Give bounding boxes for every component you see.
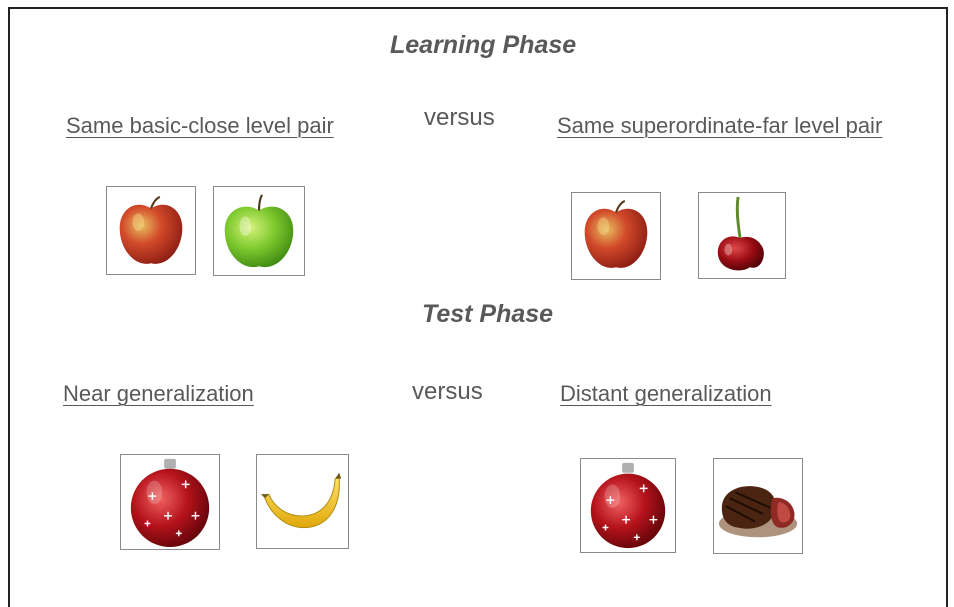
red-apple-tile (571, 192, 661, 280)
learning-phase-title: Learning Phase (390, 31, 577, 59)
figure-frame (8, 7, 948, 607)
red-apple-tile (106, 186, 196, 275)
christmas-ornament-tile (120, 454, 220, 550)
test-versus-label: versus (412, 378, 483, 405)
green-apple-icon (224, 194, 294, 268)
banana-tile (256, 454, 349, 549)
distant-generalization-label: Distant generalization (560, 381, 772, 406)
basic-close-pair-label: Same basic-close level pair (66, 113, 334, 138)
steak-icon (718, 486, 798, 538)
christmas-ornament-tile (580, 458, 676, 553)
test-phase-title: Test Phase (422, 300, 554, 328)
cherry-icon (717, 196, 764, 271)
red-apple-icon (119, 195, 183, 264)
cherry-tile (698, 192, 786, 279)
green-apple-tile (213, 186, 305, 276)
red-apple-icon (584, 199, 648, 268)
near-generalization-label: Near generalization (63, 381, 254, 406)
steak-tile (713, 458, 803, 554)
banana-icon (260, 472, 342, 528)
christmas-ornament-icon (130, 458, 210, 548)
christmas-ornament-icon (590, 462, 666, 549)
superordinate-far-pair-label: Same superordinate-far level pair (557, 113, 883, 138)
learning-versus-label: versus (424, 104, 495, 131)
